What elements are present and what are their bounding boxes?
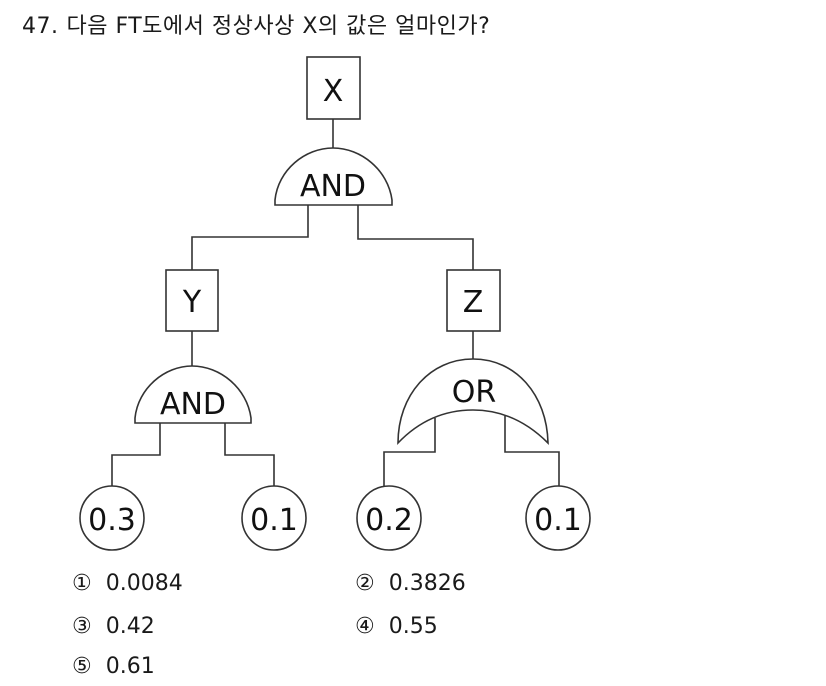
basic-event-circle bbox=[525, 485, 591, 551]
top-gate-label: AND bbox=[300, 169, 366, 204]
z-or-gate bbox=[397, 358, 549, 445]
answer-option-1[interactable]: ① 0.0084 bbox=[72, 571, 183, 596]
basic-event-circle bbox=[79, 485, 145, 551]
top-event-label: X bbox=[323, 74, 344, 109]
y-event-label: Y bbox=[182, 285, 202, 320]
option-number: ⑤ bbox=[72, 654, 92, 679]
basic-event-value: 0.1 bbox=[250, 503, 298, 538]
y-and-gate bbox=[134, 365, 252, 424]
z-gate-label: OR bbox=[452, 375, 496, 410]
option-value: 0.61 bbox=[105, 654, 155, 679]
option-value: 0.55 bbox=[388, 614, 438, 639]
question-text: 47. 다음 FT도에서 정상사상 X의 값은 얼마인가? bbox=[22, 8, 490, 40]
basic-event-circle bbox=[356, 485, 422, 551]
option-number: ④ bbox=[355, 614, 375, 639]
option-value: 0.3826 bbox=[388, 571, 466, 596]
z-event-label: Z bbox=[463, 285, 484, 320]
y-gate-label: AND bbox=[160, 387, 226, 422]
option-number: ② bbox=[355, 571, 375, 596]
option-number: ① bbox=[72, 571, 92, 596]
question-body: 다음 FT도에서 정상사상 X의 값은 얼마인가? bbox=[66, 14, 491, 39]
answer-option-5[interactable]: ⑤ 0.61 bbox=[72, 654, 155, 679]
answer-option-3[interactable]: ③ 0.42 bbox=[72, 614, 155, 639]
option-value: 0.0084 bbox=[105, 571, 183, 596]
question-number: 47. bbox=[22, 14, 59, 39]
answer-option-2[interactable]: ② 0.3826 bbox=[355, 571, 466, 596]
basic-event-circle bbox=[241, 485, 307, 551]
basic-event-value: 0.1 bbox=[534, 503, 582, 538]
basic-event-value: 0.2 bbox=[365, 503, 413, 538]
top-and-gate bbox=[274, 147, 393, 206]
basic-event-value: 0.3 bbox=[88, 503, 136, 538]
answer-option-4[interactable]: ④ 0.55 bbox=[355, 614, 438, 639]
option-value: 0.42 bbox=[105, 614, 155, 639]
option-number: ③ bbox=[72, 614, 92, 639]
